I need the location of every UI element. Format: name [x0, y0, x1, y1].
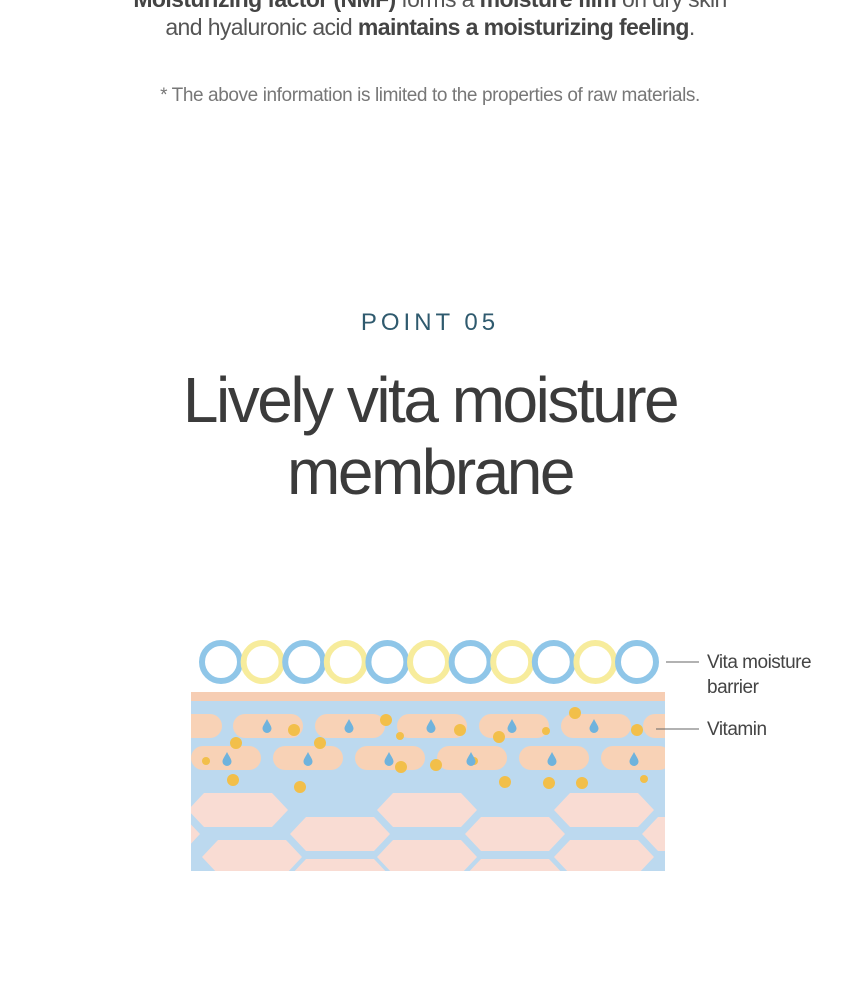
raw-materials-note: * The above information is limited to th… [160, 85, 700, 106]
vitamin-dot [202, 757, 210, 765]
line1-segment-1: forms a [396, 0, 480, 12]
line2-segment-1: maintains a moisturizing feeling [357, 14, 690, 40]
vitamin-dot [430, 759, 442, 771]
vitamin-dot [543, 777, 555, 789]
skin-layer [191, 700, 665, 871]
water-drop-icon [507, 719, 517, 733]
water-drop-icon [303, 752, 313, 766]
vitamin-dot [499, 776, 511, 788]
skin-cell [469, 859, 561, 871]
water-drop-icon [426, 719, 436, 733]
line1-segment-2: moisture film [480, 0, 617, 12]
water-drop-icon [547, 752, 557, 766]
water-drop-icon [262, 719, 272, 733]
section-title-line-2: membrane [287, 436, 575, 508]
vitamin-dot [230, 737, 242, 749]
barrier-ring [531, 640, 576, 684]
section-title-line-1: Lively vita moisture [182, 364, 680, 436]
line1-segment-0: Moisturizing factor (NMF) [133, 0, 396, 12]
vita-moisture-barrier-rings [199, 640, 659, 684]
barrier-ring [615, 640, 659, 684]
vitamin-dot [454, 724, 466, 736]
upper-skin-cell [191, 714, 222, 738]
label-vita-moisture-barrier: Vita moisture barrier [707, 652, 812, 698]
barrier-ring [282, 640, 327, 684]
vitamin-dot [380, 714, 392, 726]
barrier-ring [240, 640, 285, 684]
intro-line-1: Moisturizing factor (NMF) forms a moistu… [0, 0, 860, 13]
intro-line-2: and hyaluronic acid maintains a moisturi… [0, 14, 860, 41]
barrier-ring [365, 640, 410, 684]
vitamin-dot [396, 732, 404, 740]
skin-cell [294, 859, 386, 871]
vitamin-dot [395, 761, 407, 773]
line2-segment-2: . [688, 14, 695, 40]
upper-skin-cell [643, 714, 665, 738]
water-drop-icon [629, 752, 639, 766]
vitamin-dot [542, 727, 550, 735]
vitamin-dot [493, 731, 505, 743]
label-vitamin: Vitamin [707, 719, 767, 740]
skin-cell [290, 817, 390, 851]
vitamin-dot [288, 724, 300, 736]
barrier-ring [323, 640, 368, 684]
barrier-ring [490, 640, 535, 684]
vitamin-dot [314, 737, 326, 749]
water-drop-icon [589, 719, 599, 733]
barrier-ring [199, 640, 243, 684]
water-drop-icon [344, 719, 354, 733]
skin-cell [202, 840, 302, 871]
water-drop-icon [466, 752, 476, 766]
skin-cell [554, 840, 654, 871]
skin-cell [377, 840, 477, 871]
skin-cell [191, 824, 200, 844]
skin-cell [642, 817, 665, 851]
line2-segment-0: and hyaluronic acid [165, 14, 358, 40]
skin-cell [554, 793, 654, 827]
skin-cell [465, 817, 565, 851]
skin-cell [191, 793, 288, 827]
barrier-ring [573, 640, 618, 684]
barrier-base-strip [191, 692, 665, 701]
vitamin-dot [294, 781, 306, 793]
barrier-ring [448, 640, 493, 684]
barrier-ring [407, 640, 451, 684]
line1-segment-3: on dry skin [616, 0, 727, 12]
vitamin-dot [640, 775, 648, 783]
vitamin-dot [569, 707, 581, 719]
vitamin-dot [576, 777, 588, 789]
water-drop-icon [222, 752, 232, 766]
vitamin-dot [631, 724, 643, 736]
vitamin-dot [227, 774, 239, 786]
point-number: POINT 05 [360, 309, 500, 336]
water-drop-icon [384, 752, 394, 766]
section-title: Lively vita moisture membrane [0, 364, 860, 508]
skin-cell [377, 793, 477, 827]
